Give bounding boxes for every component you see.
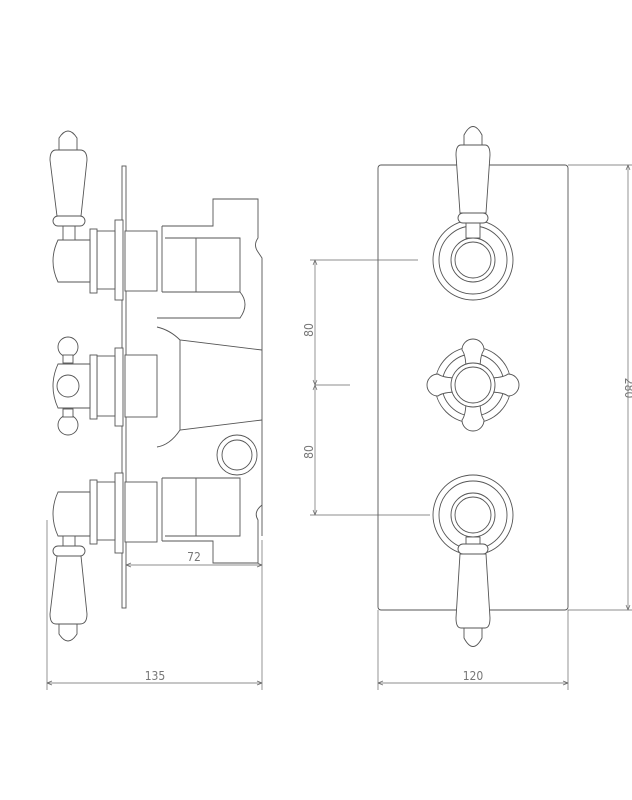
- mixer-wedge: [156, 326, 263, 448]
- dimension-label-120: 120: [463, 669, 484, 683]
- dimension-plate-width: 120: [377, 610, 569, 690]
- dimension-label-80-lower: 80: [302, 445, 316, 459]
- front-lower-lever-valve: [432, 474, 514, 647]
- dimension-label-80-upper: 80: [302, 323, 316, 337]
- side-middle-cross-valve: [52, 336, 158, 436]
- front-view: 80 80 280 120: [302, 126, 632, 690]
- side-upper-lever-valve: [49, 130, 158, 301]
- dimension-label-72: 72: [187, 550, 201, 564]
- front-upper-lever-valve: [432, 126, 514, 301]
- dimension-plate-height: 280: [568, 164, 632, 611]
- dimension-depth-total: 135: [46, 520, 263, 690]
- valve-body: [157, 198, 263, 564]
- front-middle-cross-valve: [426, 338, 520, 432]
- side-lower-lever-valve: [49, 472, 158, 642]
- dimension-depth-body: 72: [125, 550, 263, 568]
- dimension-label-280: 280: [622, 378, 632, 399]
- dimension-valve-spacing: 80 80: [302, 259, 430, 516]
- dimension-label-135: 135: [145, 669, 166, 683]
- outlet-port-inner: [221, 439, 253, 471]
- side-view: 72 135: [46, 130, 263, 690]
- outlet-port: [216, 434, 258, 476]
